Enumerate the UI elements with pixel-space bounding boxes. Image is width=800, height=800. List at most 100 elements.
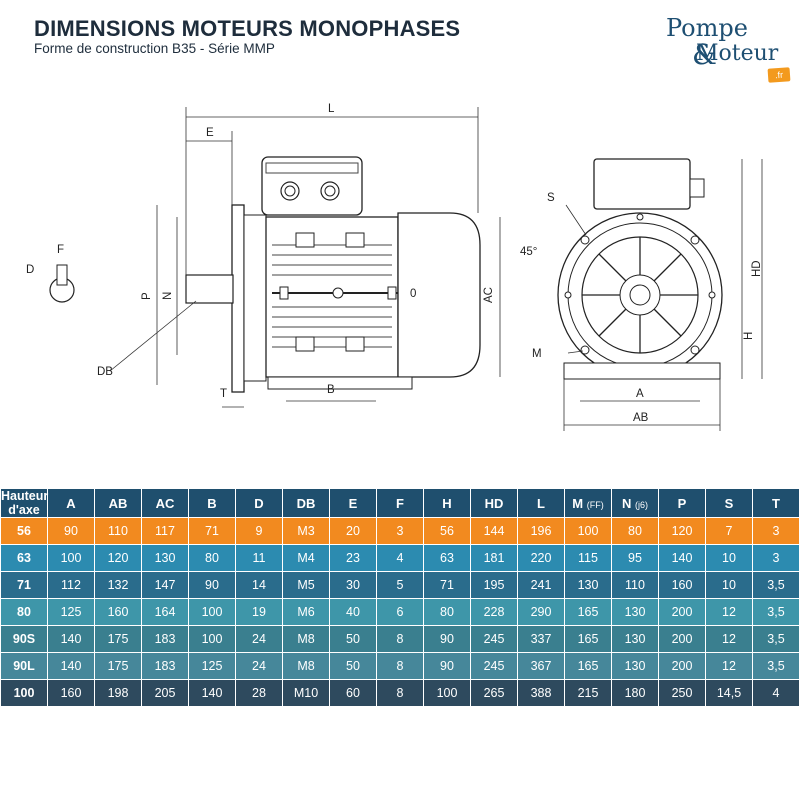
table-cell: 130	[612, 626, 658, 652]
table-cell: 28	[236, 680, 282, 706]
table-cell: 12	[706, 653, 752, 679]
table-cell: 200	[659, 653, 705, 679]
dim-label-S: S	[547, 192, 555, 204]
dim-label-L: L	[328, 103, 335, 115]
table-cell: 3,5	[753, 572, 799, 598]
table-cell: 388	[518, 680, 564, 706]
column-header-p: P	[659, 489, 705, 517]
column-header-t: T	[753, 489, 799, 517]
column-header-label: T	[772, 495, 780, 511]
table-cell: 100	[424, 680, 470, 706]
table-cell: 160	[659, 572, 705, 598]
dim-label-angle: 45°	[520, 246, 537, 258]
row-axis-height: 56	[1, 518, 47, 544]
table-cell: 110	[612, 572, 658, 598]
dim-label-DB: DB	[97, 366, 113, 378]
table-cell: 120	[95, 545, 141, 571]
table-cell: 181	[471, 545, 517, 571]
table-cell: 9	[236, 518, 282, 544]
dim-label-D: D	[26, 264, 34, 276]
column-header-s: S	[706, 489, 752, 517]
table-cell: 130	[612, 653, 658, 679]
column-header-label: DB	[296, 495, 316, 511]
table-cell: 95	[612, 545, 658, 571]
motor-side-view	[109, 107, 501, 408]
column-header-label: HD	[484, 495, 504, 511]
table-cell: 265	[471, 680, 517, 706]
table-cell: 228	[471, 599, 517, 625]
dim-label-AB: AB	[633, 412, 649, 424]
table-cell: 20	[330, 518, 376, 544]
column-header-axis-line1: Hauteur	[1, 489, 49, 503]
table-cell: 4	[377, 545, 423, 571]
table-cell: 165	[565, 626, 611, 652]
table-cell: 90	[424, 653, 470, 679]
table-cell: 160	[95, 599, 141, 625]
brand-logo: Pompe & Moteur .fr	[664, 14, 796, 84]
table-cell: M3	[283, 518, 329, 544]
table-cell: 130	[612, 599, 658, 625]
logo-word-moteur: Moteur	[696, 41, 779, 66]
column-header-a: A	[48, 489, 94, 517]
table-cell: 115	[565, 545, 611, 571]
column-header-label: N	[621, 495, 632, 511]
table-cell: 215	[565, 680, 611, 706]
table-cell: 120	[659, 518, 705, 544]
table-cell: 10	[706, 545, 752, 571]
column-header-ac: AC	[142, 489, 188, 517]
column-header-m: M (FF)	[565, 489, 611, 517]
table-cell: 56	[424, 518, 470, 544]
table-cell: 3	[377, 518, 423, 544]
column-header-sub: (FF)	[586, 499, 604, 510]
table-cell: M10	[283, 680, 329, 706]
table-cell: 180	[612, 680, 658, 706]
row-axis-height: 80	[1, 599, 47, 625]
table-cell: 5	[377, 572, 423, 598]
table-cell: 140	[659, 545, 705, 571]
page-title: DIMENSIONS MOTEURS MONOPHASES	[34, 16, 461, 41]
table-cell: 110	[95, 518, 141, 544]
table-cell: 90	[189, 572, 235, 598]
table-cell: 3	[753, 545, 799, 571]
dim-label-H: H	[743, 332, 755, 340]
column-header-b: B	[189, 489, 235, 517]
table-cell: M6	[283, 599, 329, 625]
page-subtitle: Forme de construction B35 - Série MMP	[34, 41, 275, 56]
table-cell: 132	[95, 572, 141, 598]
dim-label-E: E	[206, 127, 214, 139]
dim-label-AC: AC	[483, 287, 495, 303]
column-header-label: A	[66, 495, 76, 511]
table-cell: 30	[330, 572, 376, 598]
table-cell: 125	[189, 653, 235, 679]
table-cell: M5	[283, 572, 329, 598]
table-cell: 164	[142, 599, 188, 625]
table-cell: 12	[706, 626, 752, 652]
table-cell: 90	[424, 626, 470, 652]
table-cell: 4	[753, 680, 799, 706]
table-cell: 50	[330, 626, 376, 652]
table-cell: 130	[565, 572, 611, 598]
column-header-label: S	[724, 495, 734, 511]
table-cell: 50	[330, 653, 376, 679]
dim-label-T: T	[220, 388, 227, 400]
column-header-h: H	[424, 489, 470, 517]
dim-label-N: N	[162, 292, 174, 300]
table-cell: 125	[48, 599, 94, 625]
table-cell: 200	[659, 599, 705, 625]
table-cell: 200	[659, 626, 705, 652]
table-cell: 12	[706, 599, 752, 625]
table-cell: 8	[377, 653, 423, 679]
motor-front-view	[557, 158, 763, 431]
table-cell: 165	[565, 599, 611, 625]
row-axis-height: 100	[1, 680, 47, 706]
table-cell: 100	[189, 626, 235, 652]
column-header-sub: (j6)	[635, 499, 648, 510]
